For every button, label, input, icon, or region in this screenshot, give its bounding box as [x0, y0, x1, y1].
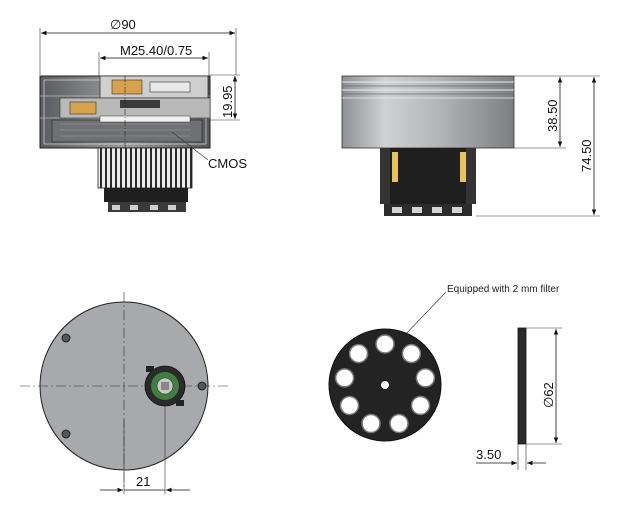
thickness-label: 3.50 — [476, 447, 501, 462]
filter-slot — [334, 368, 355, 388]
section-view: ∅90 M25.40/0.75 19.95 — [39, 17, 247, 212]
height-label: 19.95 — [220, 85, 235, 118]
cmos-label: CMOS — [208, 156, 247, 171]
screw-hole-icon — [61, 333, 71, 343]
screw-hole-icon — [61, 429, 71, 439]
offset-label: 21 — [136, 474, 150, 489]
filter-slot — [348, 343, 369, 364]
rear-view: 21 — [20, 292, 228, 494]
fan-base — [104, 188, 188, 202]
filter-note: Equipped with 2 mm filter — [447, 284, 560, 295]
heatsink-fins — [97, 147, 193, 189]
filter-slot — [410, 395, 431, 416]
filter-slot — [401, 343, 422, 364]
filter-slot — [339, 395, 360, 416]
wheel-diameter-label: ∅62 — [541, 382, 556, 408]
total-height-label: 74.50 — [579, 139, 594, 172]
diameter-label: ∅90 — [110, 17, 136, 32]
cmos-leader-line — [171, 131, 209, 161]
filter-slot — [375, 334, 395, 354]
screw-hole-icon — [197, 381, 207, 391]
side-view: 38.50 74.50 — [341, 75, 600, 217]
filter-slot — [415, 368, 436, 388]
sensor-board — [99, 115, 191, 123]
wheel-hub-hole — [381, 381, 389, 389]
filter-slot — [361, 413, 381, 434]
body-height-label: 38.50 — [545, 99, 560, 132]
filter-wheel-view: Equipped with 2 mm filter ∅62 3.50 — [328, 284, 562, 470]
filter-note-leader — [401, 291, 447, 339]
filter-slots — [334, 334, 436, 434]
filter-wheel-edge — [517, 327, 527, 445]
filter-slot — [389, 413, 409, 434]
housing-cylinder — [341, 75, 515, 149]
thread-label: M25.40/0.75 — [120, 43, 192, 58]
